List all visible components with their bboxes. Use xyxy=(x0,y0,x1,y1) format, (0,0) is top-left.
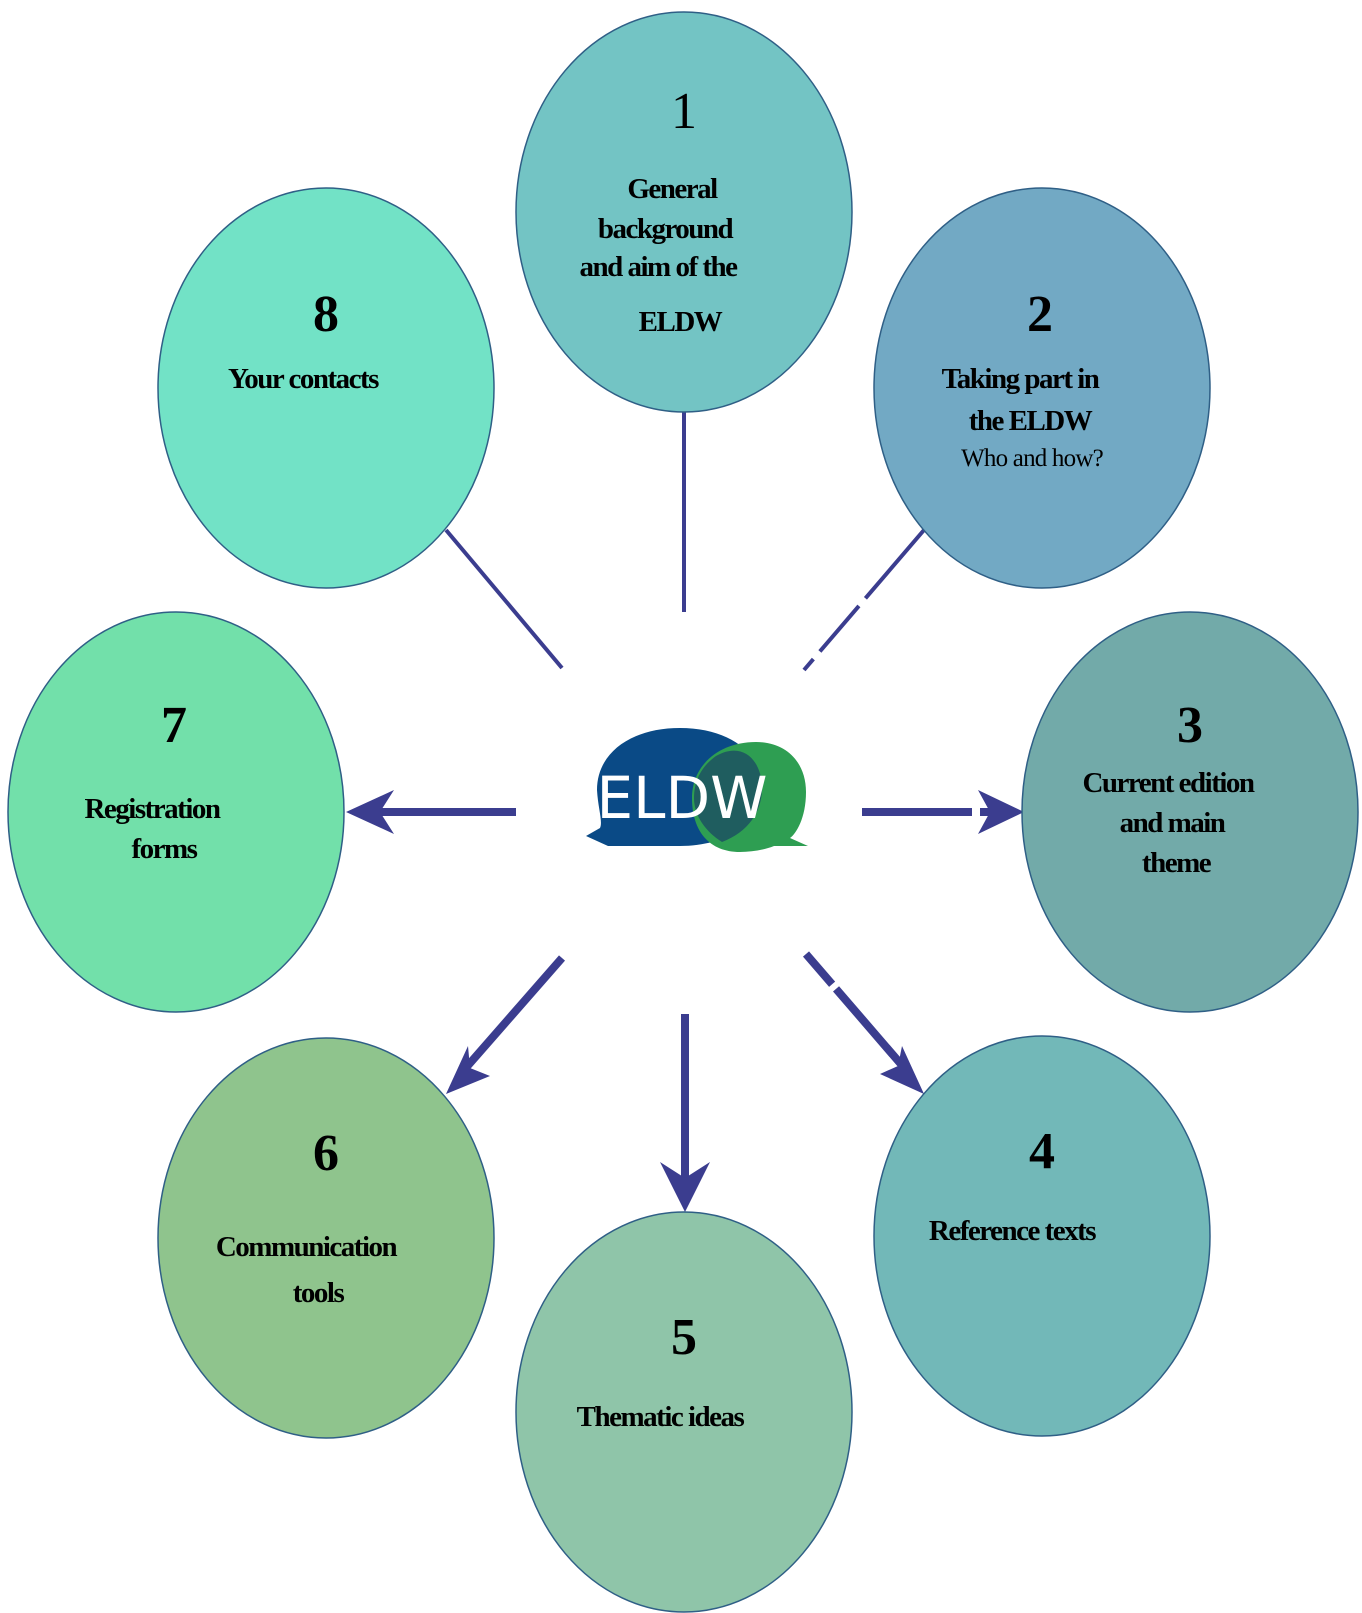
node-1-line-3: and aim of the xyxy=(579,251,738,283)
node-7-line-1: Registration xyxy=(84,793,220,825)
arrow-shaft-to-node-6 xyxy=(460,955,566,1073)
node-5-number: 5 xyxy=(671,1309,697,1366)
node-3-line-2: and main xyxy=(1120,807,1226,839)
node-5-line-1: Thematic ideas xyxy=(577,1401,745,1433)
arrowhead-node-6 xyxy=(446,1046,490,1094)
connector-to-node-8 xyxy=(444,528,564,670)
node-7-line-2: forms xyxy=(132,833,198,865)
node-8-bubble xyxy=(157,187,495,589)
node-1-line-4: ELDW xyxy=(639,306,723,338)
node-5[interactable]: 5 Thematic ideas xyxy=(515,1211,853,1613)
node-8-number: 8 xyxy=(313,286,339,343)
eldw-logo: ELDW xyxy=(586,728,808,852)
node-4-line-1: Reference texts xyxy=(929,1215,1096,1247)
node-1-line-2: background xyxy=(598,213,734,245)
node-3-number: 3 xyxy=(1177,697,1203,754)
node-2-subline-1: Who and how? xyxy=(961,445,1103,472)
node-3[interactable]: 3 Current edition and main theme xyxy=(1021,611,1359,1013)
arrow-shaft-to-node-4 xyxy=(802,951,910,1073)
node-6[interactable]: 6 Communication tools xyxy=(157,1037,495,1439)
node-8-line-1: Your contacts xyxy=(228,363,379,395)
node-4-bubble xyxy=(873,1035,1211,1437)
node-6-line-1: Communication xyxy=(216,1231,398,1263)
node-6-number: 6 xyxy=(313,1125,339,1182)
node-2[interactable]: 2 Taking part in the ELDW Who and how? xyxy=(873,187,1211,589)
node-2-line-2: the ELDW xyxy=(969,405,1093,437)
node-3-bubble xyxy=(1021,611,1359,1013)
node-7-number: 7 xyxy=(161,697,187,754)
arrowhead-node-3 xyxy=(978,790,1024,834)
arrowhead-node-7 xyxy=(346,790,394,834)
node-6-line-2: tools xyxy=(293,1277,345,1309)
node-1-line-1: General xyxy=(627,173,718,205)
node-4-number: 4 xyxy=(1029,1123,1055,1180)
connector-to-node-2 xyxy=(802,528,926,672)
node-5-bubble xyxy=(515,1211,853,1613)
node-1[interactable]: 1 General background and aim of the ELDW xyxy=(515,11,853,413)
node-1-number: 1 xyxy=(671,83,697,140)
logo-overlap xyxy=(694,750,762,842)
arrowhead-node-5 xyxy=(660,1162,710,1212)
node-8[interactable]: 8 Your contacts xyxy=(157,187,495,589)
node-2-bubble xyxy=(873,187,1211,589)
connectors xyxy=(346,412,1024,1212)
arrowhead-node-4 xyxy=(880,1046,924,1094)
node-2-line-1: Taking part in xyxy=(942,363,1100,395)
node-6-bubble xyxy=(157,1037,495,1439)
node-1-bubble xyxy=(515,11,853,413)
node-2-number: 2 xyxy=(1027,286,1053,343)
node-4[interactable]: 4 Reference texts xyxy=(873,1035,1211,1437)
logo-text: ELDW xyxy=(597,764,768,832)
node-7[interactable]: 7 Registration forms xyxy=(7,611,345,1013)
node-3-line-1: Current edition xyxy=(1082,767,1254,799)
node-3-line-3: theme xyxy=(1142,847,1212,879)
node-7-bubble xyxy=(7,611,345,1013)
